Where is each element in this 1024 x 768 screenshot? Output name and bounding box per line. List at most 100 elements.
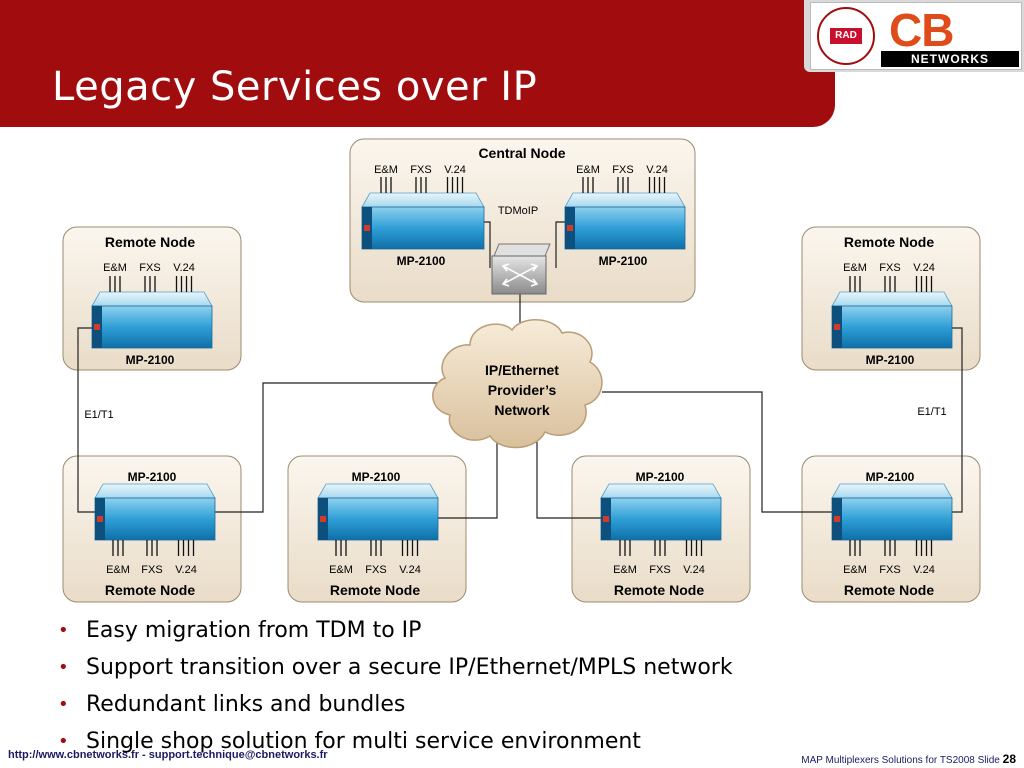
central-right-device-label: MP-2100: [599, 254, 648, 268]
central-node-box: [349, 138, 696, 303]
top-right-device-front: [831, 305, 953, 349]
bottom-1-device-led: [97, 516, 103, 522]
top-right-device-ports: [849, 276, 933, 292]
central-right-device-top: [564, 192, 686, 208]
footer-contact[interactable]: http://www.cbnetworks.fr - support.techn…: [8, 749, 328, 761]
link-cloud-bottom-4: [602, 391, 834, 513]
bottom-2-port-v24: V.24: [399, 564, 421, 576]
bullet-text: Easy migration from TDM to IP: [86, 618, 422, 643]
bottom-4-port-em: E&M: [843, 564, 867, 576]
slide-number: 28: [1002, 752, 1016, 766]
top-right-device-label: MP-2100: [866, 353, 915, 367]
e1t1-right-label: E1/T1: [917, 406, 946, 418]
brand-networks-text: NETWORKS: [881, 51, 1019, 67]
bottom-4-device-ports: [849, 540, 933, 556]
central-left-device-label: MP-2100: [397, 254, 446, 268]
central-left-port-fxs: FXS: [410, 164, 431, 176]
bottom-2-device-ports: [335, 540, 419, 556]
link-central-left-switch: [483, 221, 491, 268]
bottom-3-device-icon: [600, 483, 722, 556]
bullet-text: Single shop solution for multi service e…: [86, 729, 641, 754]
central-left-port-v24: V.24: [444, 164, 466, 176]
bottom-1-device-icon: [94, 483, 216, 556]
bottom-1-port-em: E&M: [106, 564, 130, 576]
central-right-port-fxs: FXS: [612, 164, 633, 176]
bullet-text: Redundant links and bundles: [86, 692, 406, 717]
brand-mark: CB NETWORKS: [881, 4, 1019, 67]
central-right-device-front: [564, 206, 686, 250]
footer-slide-info: MAP Multiplexers Solutions for TS2008 Sl…: [801, 752, 1016, 766]
central-right-device-icon: [564, 177, 686, 250]
bullet-text: Support transition over a secure IP/Ethe…: [86, 655, 733, 680]
slide-title: Legacy Services over IP: [52, 64, 538, 110]
bottom-4-device-led: [834, 516, 840, 522]
bottom-4-device-front: [831, 497, 953, 541]
central-right-device-ports: [582, 177, 666, 193]
link-cloud-bottom-1: [213, 382, 442, 513]
bottom-2-device-icon: [317, 483, 439, 556]
ethernet-switch-icon: [491, 243, 551, 295]
central-node-label: Central Node: [478, 145, 565, 161]
top-right-device-icon: [831, 276, 953, 349]
bottom-4-port-v24: V.24: [913, 564, 935, 576]
bottom-2-port-fxs: FXS: [365, 564, 386, 576]
company-logo: RAD CB NETWORKS: [804, 0, 1024, 72]
top-left-device-top: [91, 291, 213, 307]
bottom-1-device-label: MP-2100: [128, 470, 177, 484]
bottom-3-device-ports: [619, 540, 703, 556]
central-left-device-top: [361, 192, 485, 208]
provider-network-cloud-icon: [432, 319, 603, 449]
bullet-dot-icon: •: [58, 620, 69, 641]
bottom-3-port-em: E&M: [613, 564, 637, 576]
distributor-seal-icon: RAD: [817, 7, 875, 65]
bottom-1-device-front: [94, 497, 216, 541]
link-central-right-switch: [555, 221, 565, 268]
top-right-device-top: [831, 291, 953, 307]
seal-rad-text: RAD: [830, 28, 862, 44]
device-group: [91, 177, 953, 556]
bottom-1-node-label: Remote Node: [105, 582, 195, 598]
central-left-device-icon: [361, 177, 485, 250]
bottom-2-device-label: MP-2100: [352, 470, 401, 484]
central-right-port-em: E&M: [576, 164, 600, 176]
top-left-port-em: E&M: [103, 262, 127, 274]
top-left-device-led: [94, 324, 100, 330]
footer-slide-text: MAP Multiplexers Solutions for TS2008 Sl…: [801, 755, 1000, 766]
e1t1-left-label: E1/T1: [84, 409, 113, 421]
top-left-device-label: MP-2100: [126, 353, 175, 367]
top-left-device-front: [91, 305, 213, 349]
bullet-list: • Easy migration from TDM to IP • Support …: [56, 612, 733, 760]
bottom-3-node-label: Remote Node: [614, 582, 704, 598]
bottom-4-node-label: Remote Node: [844, 582, 934, 598]
bottom-4-device-label: MP-2100: [866, 470, 915, 484]
bullet-dot-icon: •: [58, 657, 69, 678]
bottom-4-device-icon: [831, 483, 953, 556]
bottom-4-port-fxs: FXS: [879, 564, 900, 576]
bullet-item: • Support transition over a secure IP/Eth…: [56, 649, 733, 686]
top-right-node-label: Remote Node: [844, 234, 934, 250]
central-right-port-v24: V.24: [646, 164, 668, 176]
bullet-item: •Single shop solution for multi service …: [56, 723, 733, 760]
bottom-2-port-em: E&M: [329, 564, 353, 576]
bottom-1-device-ports: [112, 540, 195, 556]
bottom-2-node-label: Remote Node: [330, 582, 420, 598]
bullet-item: • Redundant links and bundles: [56, 686, 733, 723]
bottom-4-device-top: [831, 483, 953, 499]
bottom-3-device-led: [603, 516, 609, 522]
top-left-node-label: Remote Node: [105, 234, 195, 250]
bottom-1-device-top: [94, 483, 216, 499]
central-left-port-em: E&M: [374, 164, 398, 176]
title-banner: Legacy Services over IP: [0, 0, 835, 127]
link-e1t1-left: [77, 327, 96, 513]
top-left-port-fxs: FXS: [139, 262, 160, 274]
bottom-2-device-front: [317, 497, 439, 541]
tdmoip-label: TDMoIP: [498, 205, 538, 217]
link-cloud-bottom-2: [437, 442, 498, 519]
top-left-device-icon: [91, 276, 213, 349]
link-e1t1-right: [950, 327, 963, 513]
central-right-device-led: [567, 225, 573, 231]
bullet-dot-icon: •: [58, 694, 69, 715]
top-right-port-v24: V.24: [913, 262, 935, 274]
top-left-port-v24: V.24: [173, 262, 195, 274]
